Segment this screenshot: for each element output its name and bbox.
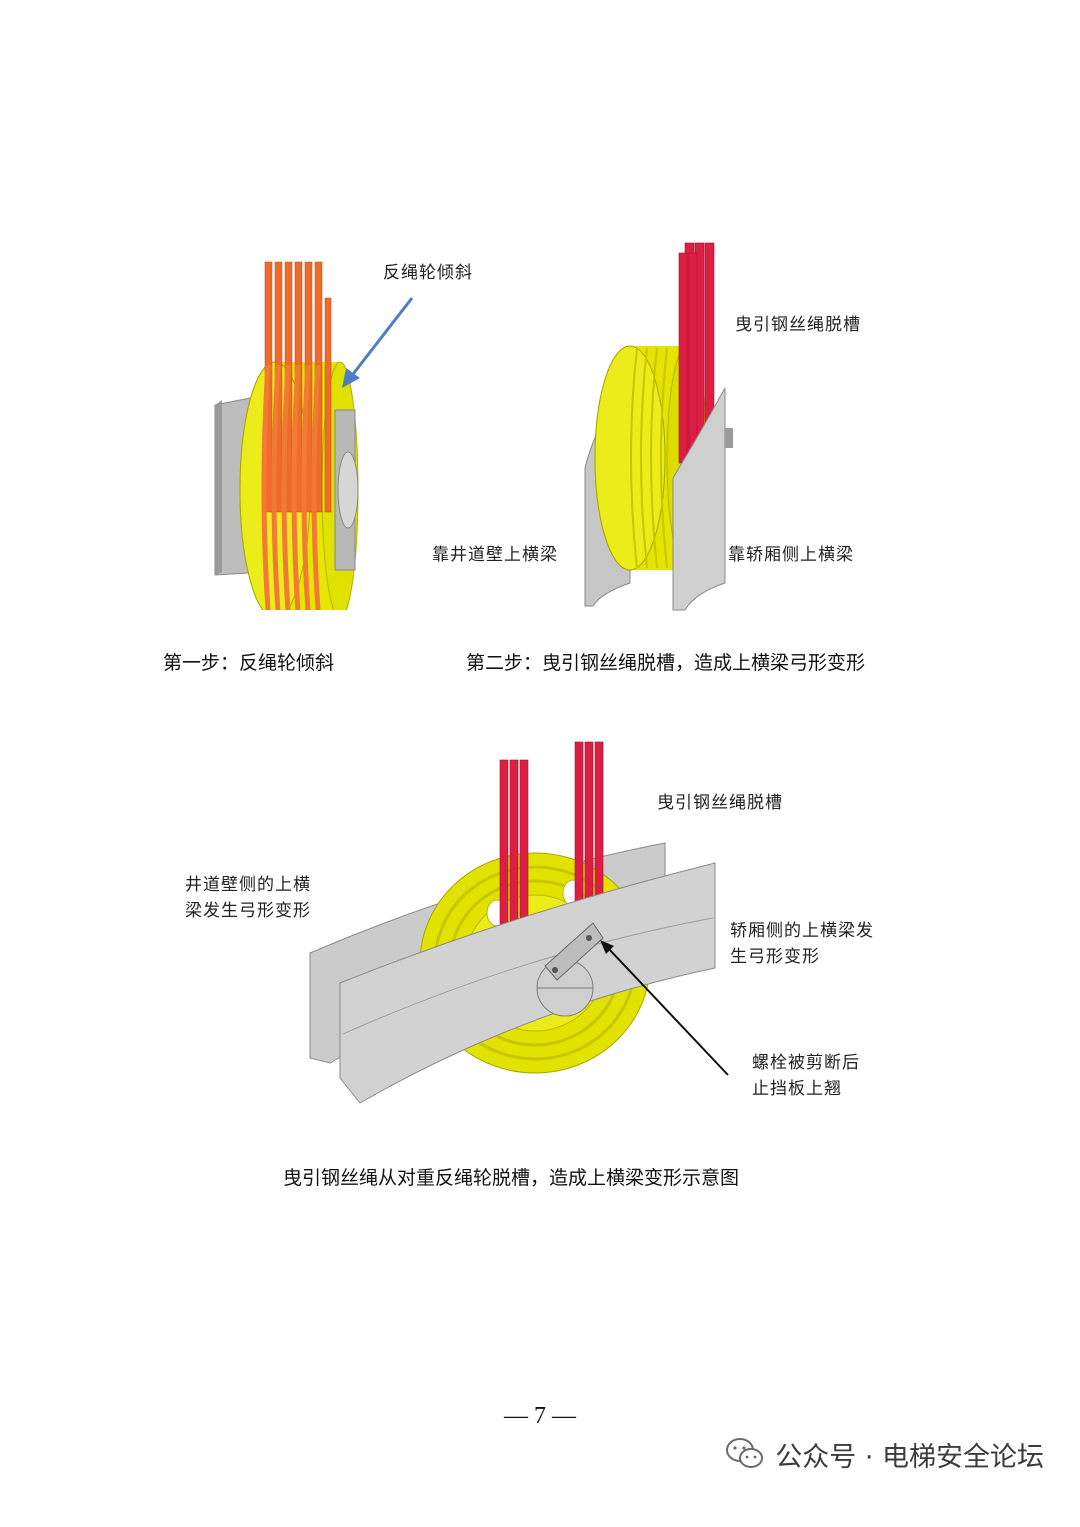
watermark-text: 公众号 · 电梯安全论坛: [775, 1441, 1044, 1473]
label-car-side-beam-3: 轿厢侧的上横梁发 生弓形变形: [730, 921, 874, 967]
caption-step-2: 第二步：曳引钢丝绳脱槽，造成上横梁弓形变形: [466, 652, 866, 674]
wechat-icon: [726, 1438, 764, 1468]
label-tilted-sheave: 反绳轮倾斜: [383, 263, 473, 283]
caption-step-1: 第一步：反绳轮倾斜: [163, 652, 335, 674]
label-rope-derailed-2: 曳引钢丝绳脱槽: [735, 315, 861, 335]
caption-figure-3: 曳引钢丝绳从对重反绳轮脱槽，造成上横梁变形示意图: [283, 1167, 740, 1189]
label-rope-derailed-3: 曳引钢丝绳脱槽: [657, 793, 783, 813]
label-car-side-beam-2: 靠轿厢侧上横梁: [728, 545, 854, 565]
page-number: — 7 —: [504, 1403, 576, 1429]
figure-1-tilted-sheave: [214, 261, 359, 610]
label-bolt-sheared: 螺栓被剪断后 止挡板上翘: [752, 1053, 860, 1099]
arrow-tilt-indicator: [342, 297, 414, 388]
label-wall-side-beam-2: 靠井道壁上横梁: [432, 545, 558, 565]
watermark: 公众号 · 电梯安全论坛: [725, 1432, 1044, 1476]
figure-2-derailed-rope: [584, 242, 733, 611]
label-wall-side-beam-3: 井道壁侧的上横 梁发生弓形变形: [185, 875, 311, 921]
arrow-bolt-sheared: [600, 940, 729, 1076]
figure-3-beam-deformation: [309, 741, 716, 1104]
